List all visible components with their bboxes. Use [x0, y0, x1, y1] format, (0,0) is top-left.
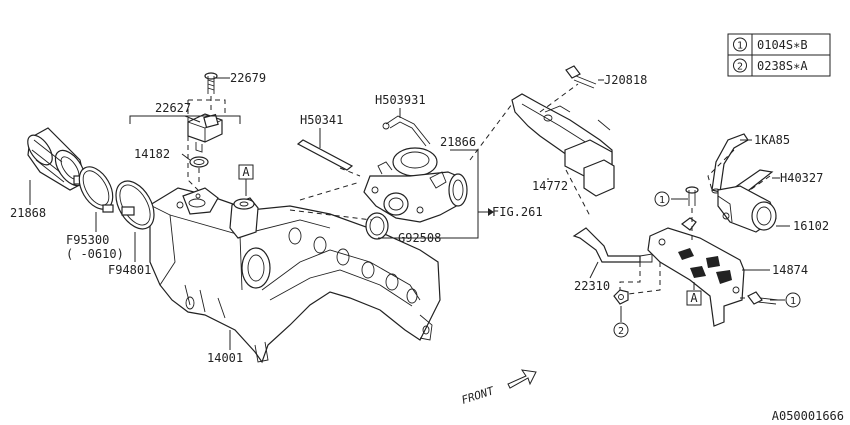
label-H40327: H40327	[780, 171, 823, 185]
bracket-14874	[647, 217, 745, 327]
label-1KA85: 1KA85	[754, 133, 790, 147]
nut-ref2	[613, 289, 629, 305]
marker-a-manifold: A	[238, 164, 254, 196]
hose-22310	[572, 227, 653, 263]
label-H503931: H503931	[375, 93, 426, 107]
throttle-body-21866	[363, 147, 468, 223]
front-label: FRONT	[460, 384, 497, 407]
legend-num-1: 1	[737, 41, 743, 52]
legend-num-2: 2	[737, 62, 743, 73]
o-ring-14182	[189, 156, 209, 168]
label-G92508: G92508	[398, 231, 441, 245]
hose-H503931	[382, 115, 431, 147]
part-labels: 22679 22627 14182 21868 F95300 ( -0610) …	[10, 71, 829, 365]
label-14182: 14182	[134, 147, 170, 161]
label-F95300: F95300	[66, 233, 109, 247]
legend-code-1: 0104S∗B	[757, 38, 808, 52]
label-14772: 14772	[532, 179, 568, 193]
bracket-14772	[511, 93, 615, 197]
svg-text:1: 1	[659, 195, 665, 206]
front-indicator: FRONT	[460, 369, 537, 407]
marker-a-bracket: A	[686, 282, 702, 306]
label-22679: 22679	[230, 71, 266, 85]
solenoid-valve-16102	[717, 185, 777, 233]
ref-circle-1-upper: 1	[654, 191, 670, 207]
label-H50341: H50341	[300, 113, 343, 127]
label-J20818: J20818	[604, 73, 647, 87]
marker-a-label: A	[242, 165, 250, 179]
assembly-dashed-lines	[187, 83, 771, 299]
bolt-ref1-lower	[747, 291, 779, 305]
label-16102: 16102	[793, 219, 829, 233]
legend-table: 1 0104S∗B 2 0238S∗A	[727, 33, 831, 77]
marker-a-label-2: A	[690, 291, 698, 305]
label-F95300-note: ( -0610)	[66, 247, 124, 261]
leader-lines	[29, 77, 790, 350]
label-21868: 21868	[10, 206, 46, 220]
bolt-J20818	[565, 65, 597, 89]
label-FIG261: FIG.261	[492, 205, 543, 219]
hose-H50341	[296, 139, 354, 171]
label-22310: 22310	[574, 279, 610, 293]
label-21866: 21866	[440, 135, 476, 149]
legend-code-2: 0238S∗A	[757, 59, 808, 73]
ref-circle-2: 2	[613, 322, 629, 338]
clamp-94801	[115, 180, 155, 230]
bolt-ref1-upper	[685, 186, 699, 206]
gasket-G92508	[365, 212, 389, 240]
clamp-95300	[78, 166, 114, 213]
label-22627: 22627	[155, 101, 191, 115]
label-14874: 14874	[772, 263, 808, 277]
svg-text:1: 1	[790, 296, 796, 307]
diagram-id: A050001666	[772, 409, 844, 423]
label-F94801: F94801	[108, 263, 151, 277]
bolt-22679	[204, 72, 218, 94]
svg-text:2: 2	[618, 326, 624, 337]
label-14001: 14001	[207, 351, 243, 365]
ref-circle-1-lower: 1	[785, 292, 801, 308]
